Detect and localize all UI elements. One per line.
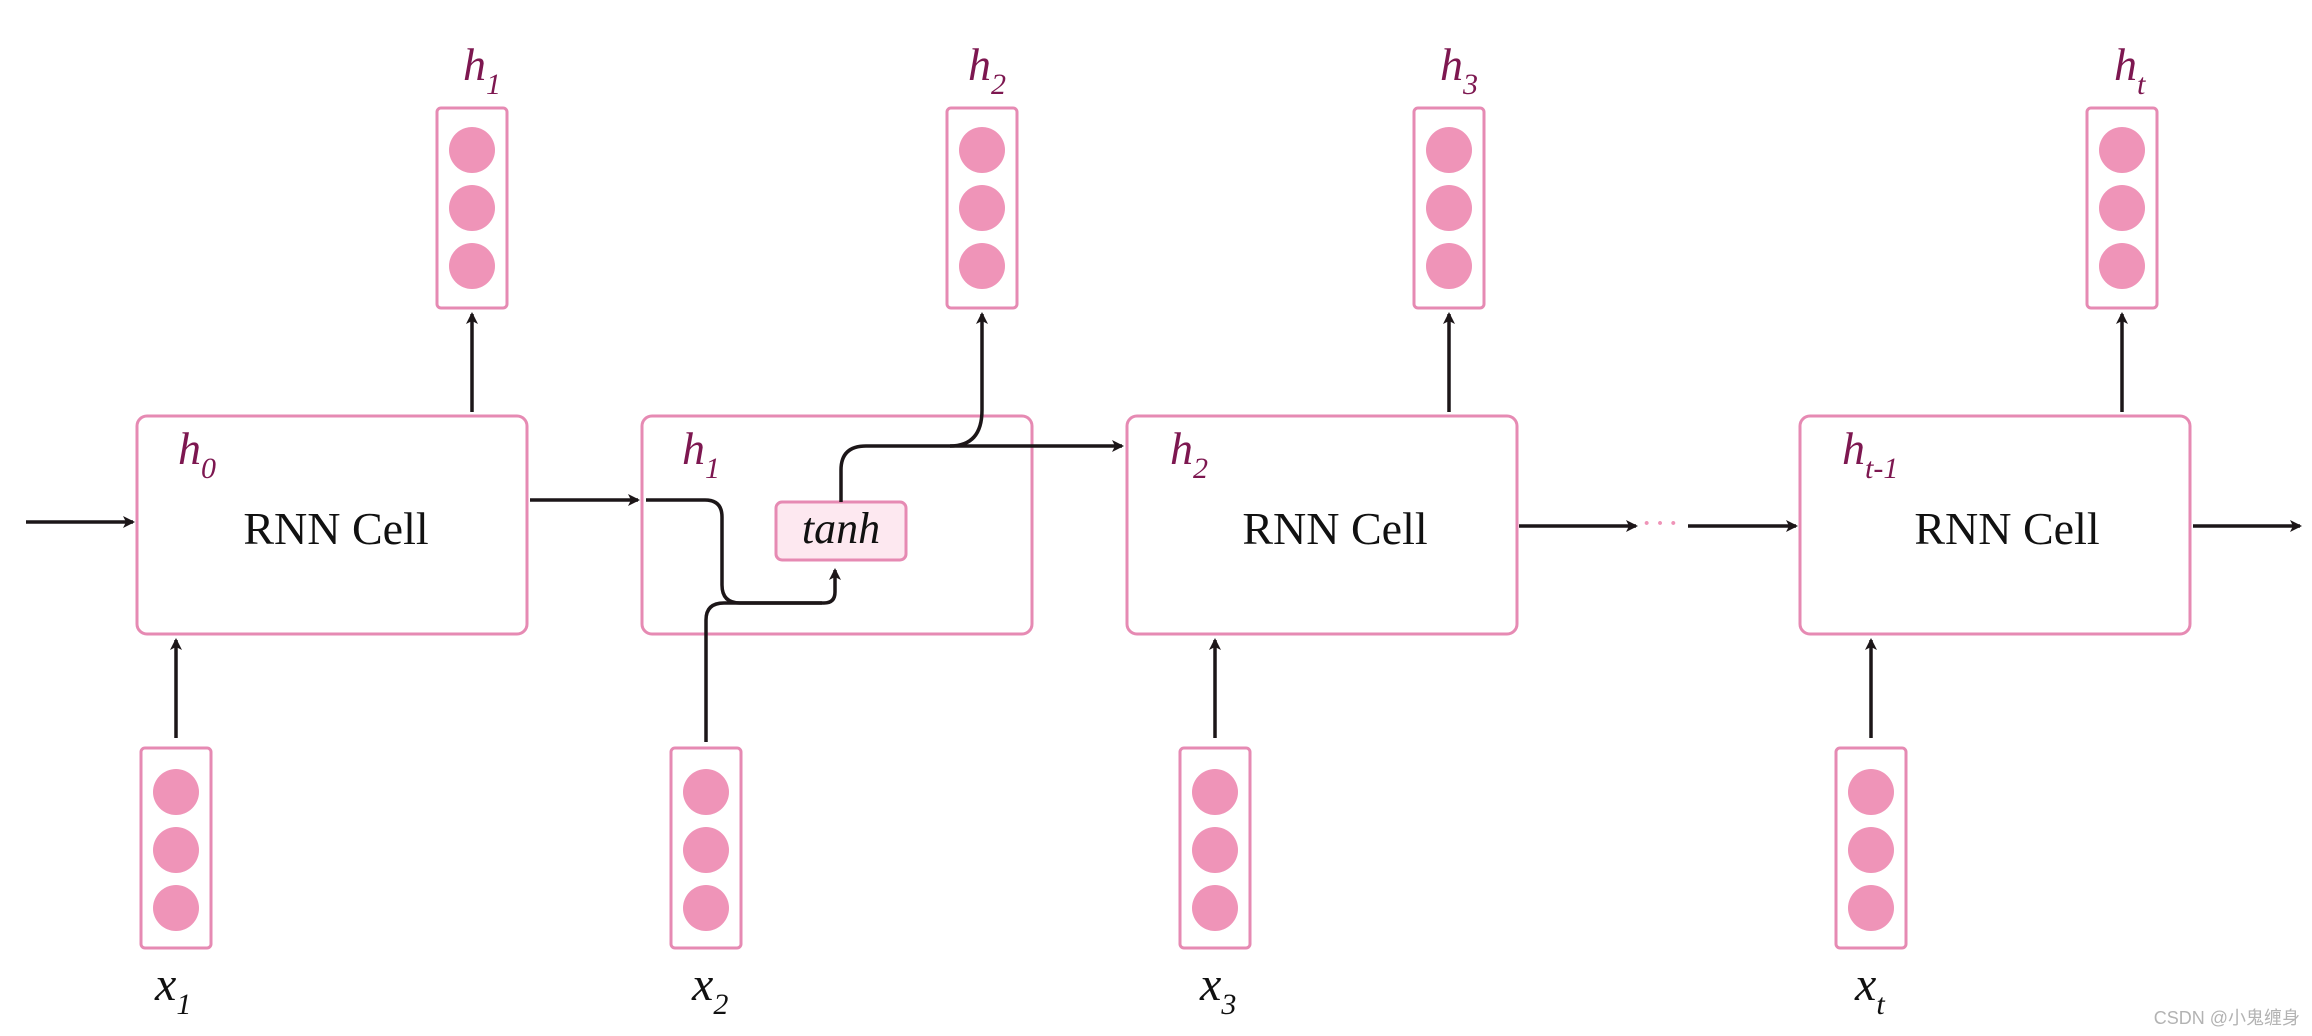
output-4-node-2 (2099, 185, 2145, 231)
svg-text:h3: h3 (1440, 39, 1478, 101)
path-tanh-to-output-2 (949, 312, 988, 448)
cell-3-label: RNN Cell (1242, 503, 1427, 554)
svg-text:h0: h0 (178, 423, 216, 485)
svg-text:h2: h2 (1170, 423, 1208, 485)
ellipsis: ··· (1641, 505, 1681, 542)
input-3-node-1 (1192, 769, 1238, 815)
input-2-node-1 (683, 769, 729, 815)
input-1-sub: 1 (176, 988, 191, 1021)
svg-text:h1: h1 (463, 39, 501, 101)
output-2-label: h (968, 39, 991, 90)
svg-text:h1: h1 (682, 423, 720, 485)
input-2-sub: 2 (713, 988, 728, 1021)
input-vector-1: x1 (139, 746, 213, 1021)
path-x2-to-tanh (704, 568, 841, 742)
output-vector-2: h2 (945, 39, 1019, 310)
input-4-node-1 (1848, 769, 1894, 815)
input-1-label: x (154, 958, 176, 1011)
tanh-label: tanh (802, 504, 880, 553)
output-1-node-2 (449, 185, 495, 231)
output-3-node-3 (1426, 243, 1472, 289)
output-4-sub: t (2137, 68, 2146, 101)
output-1-node-1 (449, 127, 495, 173)
input-2-label: x (691, 958, 713, 1011)
output-1-sub: 1 (486, 68, 501, 101)
input-1-node-2 (153, 827, 199, 873)
output-2-node-3 (959, 243, 1005, 289)
cell-2-hidden-sub: 1 (705, 452, 720, 485)
input-1-node-3 (153, 885, 199, 931)
input-3-node-3 (1192, 885, 1238, 931)
input-1-node-1 (153, 769, 199, 815)
arrows (26, 312, 2302, 742)
cell-4-label: RNN Cell (1914, 503, 2099, 554)
rnn-cell-2: h1 tanh (640, 414, 1034, 636)
cell-2-hidden-label: h (682, 423, 705, 474)
output-1-node-3 (449, 243, 495, 289)
output-2-sub: 2 (991, 68, 1006, 101)
input-3-sub: 3 (1220, 988, 1236, 1021)
input-vector-4: xt (1834, 746, 1908, 1021)
input-3-label: x (1199, 958, 1221, 1011)
cell-1-label: RNN Cell (243, 503, 428, 554)
input-4-node-2 (1848, 827, 1894, 873)
input-4-sub: t (1876, 988, 1885, 1021)
svg-text:x2: x2 (691, 958, 728, 1021)
cell-1-hidden-sub: 0 (201, 452, 216, 485)
rnn-cell-3: h2 RNN Cell (1125, 414, 1519, 636)
rnn-cell-1: h0 RNN Cell (135, 414, 529, 636)
output-3-label: h (1440, 39, 1463, 90)
input-2-node-2 (683, 827, 729, 873)
path-tanh-to-h2-and-next (839, 440, 1124, 502)
input-4-node-3 (1848, 885, 1894, 931)
watermark: CSDN @小鬼缠身 (2154, 1008, 2300, 1028)
svg-text:xt: xt (1854, 958, 1885, 1021)
output-4-node-1 (2099, 127, 2145, 173)
svg-text:ht: ht (2114, 39, 2146, 101)
svg-text:ht-1: ht-1 (1842, 423, 1898, 485)
output-4-node-3 (2099, 243, 2145, 289)
svg-text:x1: x1 (154, 958, 191, 1021)
svg-text:x3: x3 (1199, 958, 1236, 1021)
rnn-cell-4: ht-1 RNN Cell (1798, 414, 2192, 636)
input-vector-2: x2 (669, 746, 743, 1021)
tanh-activation: tanh (774, 500, 908, 562)
input-3-node-2 (1192, 827, 1238, 873)
cell-3-hidden-sub: 2 (1193, 452, 1208, 485)
output-3-node-2 (1426, 185, 1472, 231)
input-vector-3: x3 (1178, 746, 1252, 1021)
output-2-node-1 (959, 127, 1005, 173)
output-vector-4: ht (2085, 39, 2159, 310)
output-3-sub: 3 (1462, 68, 1478, 101)
svg-text:h2: h2 (968, 39, 1006, 101)
output-vector-3: h3 (1412, 39, 1486, 310)
cell-4-hidden-sub: t-1 (1865, 452, 1898, 485)
output-4-label: h (2114, 39, 2137, 90)
output-2-node-2 (959, 185, 1005, 231)
output-1-label: h (463, 39, 486, 90)
cell-4-hidden-label: h (1842, 423, 1865, 474)
output-3-node-1 (1426, 127, 1472, 173)
cell-1-hidden-label: h (178, 423, 201, 474)
input-4-label: x (1854, 958, 1876, 1011)
input-2-node-3 (683, 885, 729, 931)
cell-3-hidden-label: h (1170, 423, 1193, 474)
output-vector-1: h1 (435, 39, 509, 310)
